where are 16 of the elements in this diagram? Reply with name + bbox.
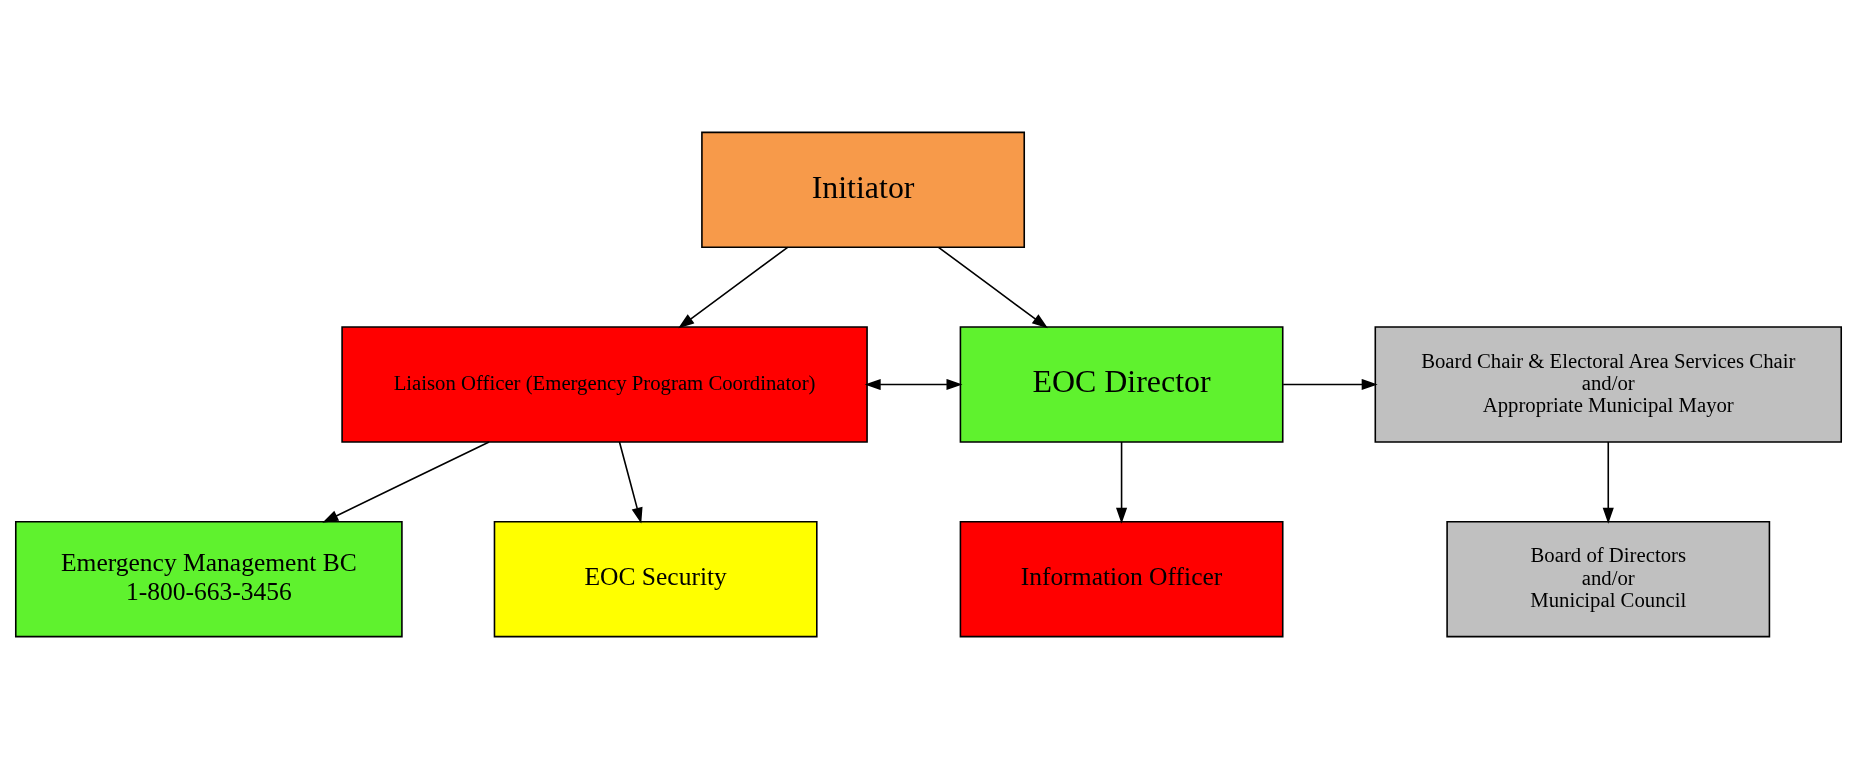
arrow bbox=[618, 441, 643, 524]
node-box: Initiator bbox=[701, 131, 1026, 249]
arrow bbox=[1282, 378, 1378, 391]
arrow bbox=[937, 246, 1048, 329]
arrow bbox=[864, 378, 963, 391]
node-box: Information Officer bbox=[959, 520, 1284, 638]
node-box: Board Chair & Electoral Area Services Chair and/or Appropriate Municipal Mayor bbox=[1374, 326, 1843, 443]
node-box: Emergency Management BC 1-800-663-3456 bbox=[14, 520, 403, 638]
node-box: Liaison Officer (Emergency Program Coordinator) bbox=[341, 326, 868, 443]
node-box: EOC Director bbox=[959, 326, 1284, 443]
node-box: Board of Directors and/or Municipal Council bbox=[1446, 520, 1771, 638]
arrow bbox=[322, 441, 490, 523]
node-box: EOC Security bbox=[493, 520, 818, 638]
arrow bbox=[678, 246, 789, 329]
arrow bbox=[1602, 441, 1614, 524]
arrow bbox=[1116, 441, 1128, 524]
